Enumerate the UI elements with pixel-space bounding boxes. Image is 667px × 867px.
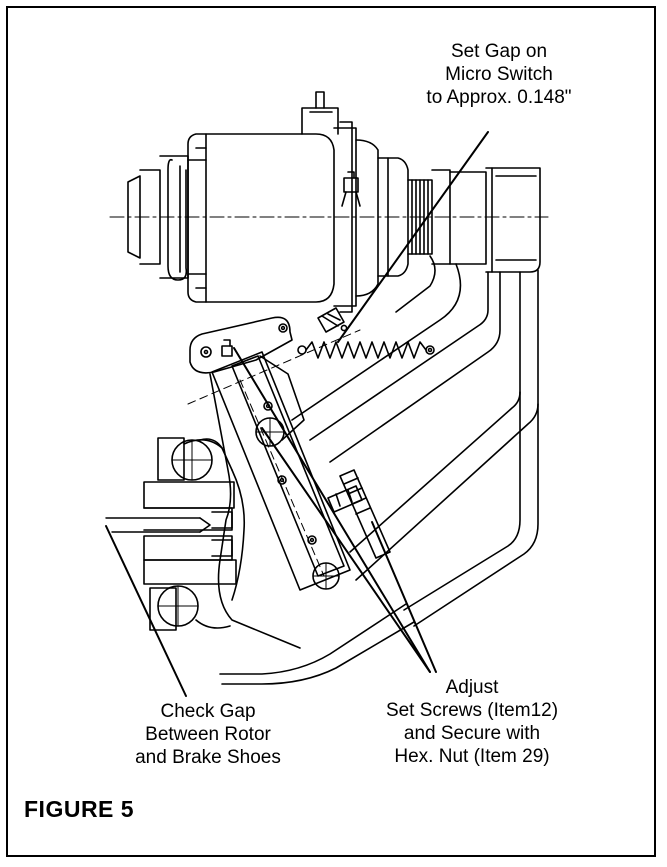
leader-lines bbox=[105, 131, 489, 697]
mounting-bracket bbox=[219, 167, 541, 685]
brake-shoes-and-rotor bbox=[105, 437, 246, 631]
guide-dashed-line bbox=[187, 329, 361, 405]
micro-switch bbox=[317, 307, 348, 333]
tension-spring bbox=[297, 341, 435, 359]
leader-check-gap bbox=[105, 525, 187, 697]
leader-adjust-1 bbox=[233, 347, 431, 673]
micro-switch-label: Set Gap on Micro Switch to Approx. 0.148… bbox=[384, 40, 614, 109]
check-gap-label-line-2: Between Rotor bbox=[145, 724, 271, 745]
check-gap-label-line-3: and Brake Shoes bbox=[135, 747, 281, 768]
adjust-label-line-2: Set Screws (Item12) bbox=[385, 700, 559, 721]
top-lever-plate bbox=[189, 316, 293, 374]
micro-switch-label-line-1: Set Gap on bbox=[450, 41, 548, 62]
leader-adjust-3 bbox=[261, 427, 431, 673]
micro-switch-label-line-3: to Approx. 0.148" bbox=[426, 87, 572, 108]
figure-frame bbox=[6, 6, 656, 857]
thruster-body bbox=[127, 91, 451, 313]
adjust-label-line-4: Hex. Nut (Item 29) bbox=[394, 746, 550, 767]
figure-title: FIGURE 5 bbox=[24, 796, 135, 822]
adjust-label-line-1: Adjust bbox=[445, 677, 499, 698]
adjust-label-line-3: and Secure with bbox=[403, 723, 541, 744]
adjust-set-screws-label: Adjust Set Screws (Item12) and Secure wi… bbox=[352, 676, 592, 768]
micro-switch-label-line-2: Micro Switch bbox=[445, 64, 553, 85]
leader-micro-switch bbox=[337, 131, 489, 343]
check-gap-label-line-1: Check Gap bbox=[160, 701, 256, 722]
set-screw-and-hex-nut bbox=[327, 469, 391, 559]
leader-adjust-2 bbox=[371, 521, 437, 673]
check-gap-label: Check Gap Between Rotor and Brake Shoes bbox=[118, 700, 298, 769]
